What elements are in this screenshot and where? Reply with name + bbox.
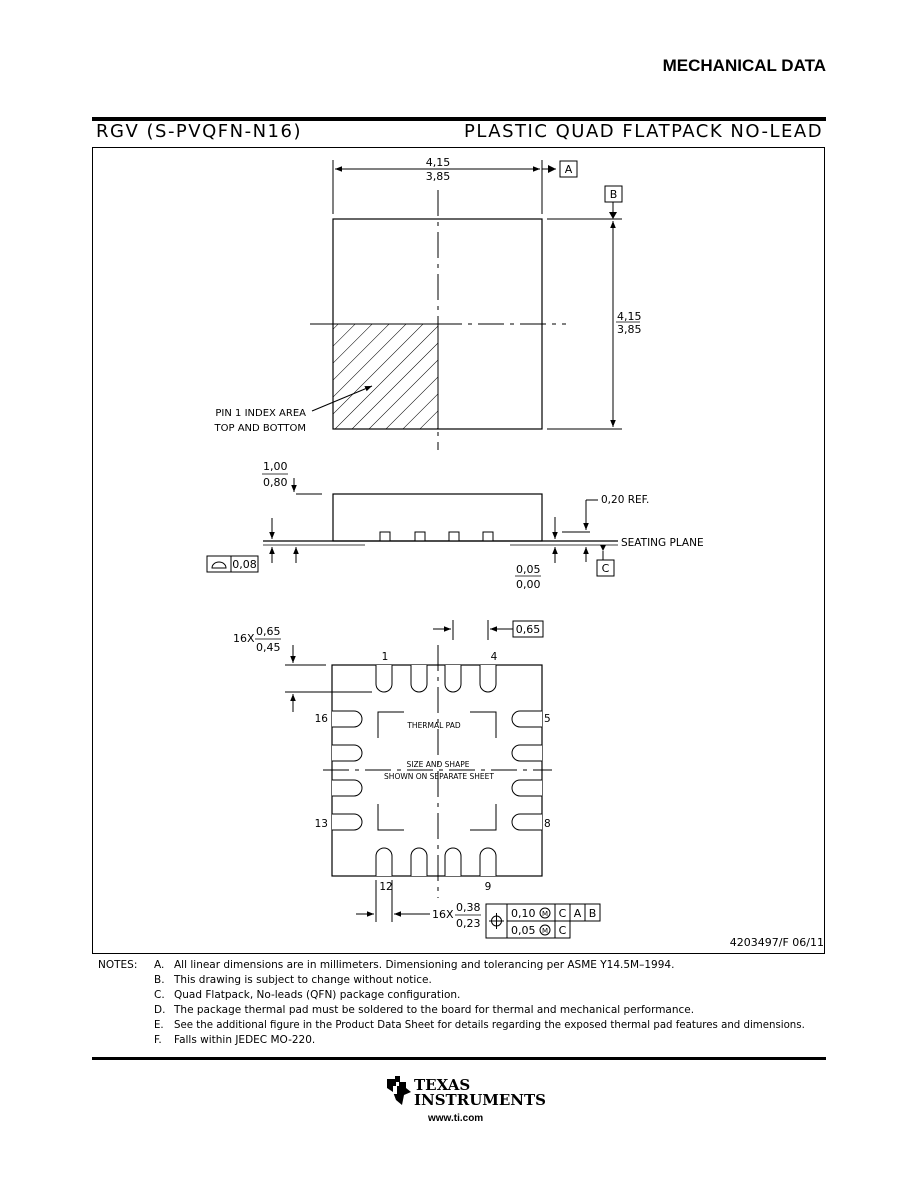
fcf-datum-a: A: [574, 907, 582, 920]
brand-instruments: INSTRUMENTS: [414, 1091, 547, 1109]
datum-a-box: [559, 160, 578, 178]
ref-dim: 0,20 REF.: [601, 494, 649, 506]
note-d: D.The package thermal pad must be solder…: [154, 1004, 695, 1016]
pin1-index-area: [332, 323, 439, 430]
height-max: 4,15: [617, 310, 642, 323]
side-view: SEATING PLANE 1,00 0,80 0,08 0,20 REF. 0…: [206, 460, 704, 591]
lead-len-max: 0,65: [256, 625, 281, 638]
standoff-min: 0,00: [516, 578, 541, 591]
thermal-pad-label: THERMAL PAD: [406, 721, 461, 730]
separate-sheet-label: SHOWN ON SEPARATE SHEET: [384, 772, 494, 781]
doc-number: 4203497/F 06/11: [729, 936, 824, 949]
seating-plane: SEATING PLANE: [621, 537, 704, 549]
website-link[interactable]: www.ti.com: [428, 1113, 484, 1124]
pin1-label-2: TOP AND BOTTOM: [214, 423, 306, 434]
tol-1: 0,10: [511, 907, 536, 920]
drawing-frame: [92, 147, 825, 954]
notes-label: NOTES:: [98, 959, 138, 971]
pin-8-label: 8: [544, 818, 551, 830]
note-a: A.All linear dimensions are in millimete…: [154, 959, 675, 971]
note-f: F.Falls within JEDEC MO-220.: [154, 1034, 316, 1046]
ti-logo-icon: [387, 1076, 411, 1105]
fcf-datum-b: B: [589, 907, 597, 920]
lead-w-min: 0,23: [456, 917, 481, 930]
top-view: 4,15 3,85 A B 4,15 3,85 PIN 1 INDEX AREA…: [214, 156, 642, 450]
pin-5-label: 5: [544, 713, 551, 725]
note-b: B.This drawing is subject to change with…: [154, 974, 432, 986]
footer-rule: [92, 1057, 826, 1060]
package-code: RGV (S-PVQFN-N16): [96, 121, 302, 142]
lead-w-prefix: 16X: [432, 908, 454, 921]
package-name: PLASTIC QUAD FLATPACK NO-LEAD: [464, 121, 824, 142]
bottom-view: THERMAL PAD SIZE AND SHAPE SHOWN ON SEPA…: [233, 620, 601, 939]
flatness-icon: [211, 561, 227, 569]
datum-c: C: [602, 562, 610, 575]
lead-w-max: 0,38: [456, 901, 481, 914]
title-rule: [92, 117, 826, 121]
mod-m-2: M: [542, 927, 548, 935]
tol-2: 0,05: [511, 924, 536, 937]
lead-len-min: 0,45: [256, 641, 281, 654]
side-view-body: [332, 493, 543, 542]
pin-1-label: 1: [382, 651, 389, 663]
fcf-datum-c-2: C: [559, 924, 567, 937]
note-e: E.See the additional figure in the Produ…: [154, 1020, 805, 1031]
flatness: 0,08: [232, 558, 257, 571]
note-c: C.Quad Flatpack, No-leads (QFN) package …: [154, 989, 461, 1001]
pins: [332, 665, 542, 876]
datum-c-box: [596, 559, 615, 577]
mod-m-1: M: [542, 910, 548, 918]
pin-16-label: 16: [315, 713, 329, 725]
pin-13-label: 13: [315, 818, 328, 830]
section-title: MECHANICAL DATA: [662, 56, 826, 75]
pin-4-label: 4: [491, 651, 498, 663]
pitch: 0,65: [516, 623, 541, 636]
pin1-label-1: PIN 1 INDEX AREA: [215, 408, 306, 419]
datum-a: A: [565, 163, 573, 176]
lead-len-prefix: 16X: [233, 632, 255, 645]
datum-b: B: [610, 188, 618, 201]
thick-min: 0,80: [263, 476, 288, 489]
height-min: 3,85: [617, 323, 642, 336]
fcf-datum-c-1: C: [559, 907, 567, 920]
pin-12-label: 12: [379, 881, 392, 893]
ti-logo: TEXAS INSTRUMENTS www.ti.com: [384, 1076, 546, 1128]
brand-texas: TEXAS: [414, 1076, 471, 1094]
pitch-box: [512, 620, 544, 638]
pin-9-label: 9: [485, 881, 492, 893]
thick-max: 1,00: [263, 460, 288, 473]
size-shape-label: SIZE AND SHAPE: [407, 760, 470, 769]
standoff-max: 0,05: [516, 563, 541, 576]
width-min: 3,85: [426, 170, 451, 183]
width-max: 4,15: [426, 156, 451, 169]
